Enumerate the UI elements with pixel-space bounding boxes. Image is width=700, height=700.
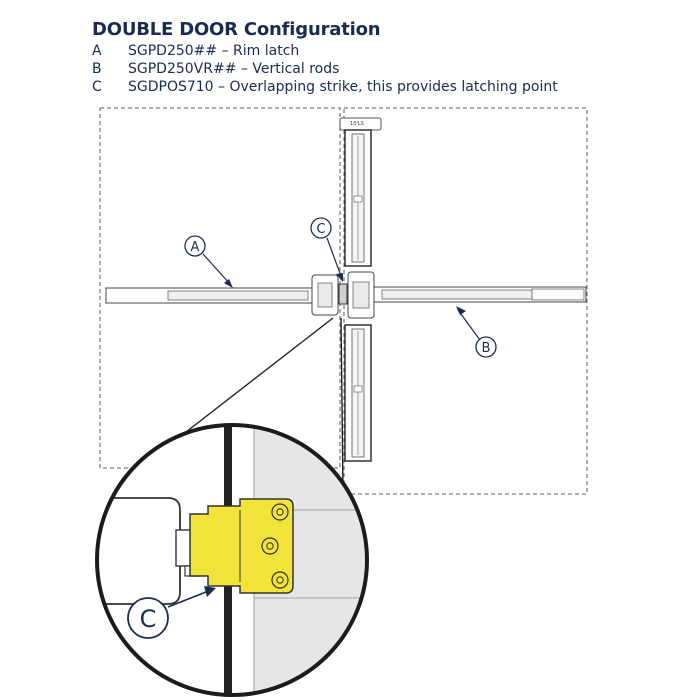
legend-key: B (92, 61, 102, 77)
center-strike (338, 283, 348, 305)
page-title: DOUBLE DOOR Configuration (92, 19, 381, 40)
callout-c-large: C (127, 586, 216, 639)
strike-screw-middle-icon (261, 537, 279, 555)
legend-key: A (92, 43, 102, 59)
legend-text: SGPD250## – Rim latch (128, 43, 300, 59)
zoom-line-left (185, 317, 334, 433)
callout-b: B (456, 306, 497, 358)
left-push-bar (105, 274, 339, 316)
top-vertical-rod: 10'LS (339, 117, 382, 267)
legend-key: C (92, 79, 102, 95)
callout-c-small-label: C (316, 222, 325, 237)
callout-a-label: A (191, 240, 200, 255)
legend-item-c: C SGDPOS710 – Overlapping strike, this p… (92, 78, 558, 96)
legend-item-a: A SGPD250## – Rim latch (92, 42, 558, 60)
bottom-vertical-rod (344, 324, 372, 462)
strike-screw-top-icon (271, 503, 289, 521)
legend-text: SGPD250VR## – Vertical rods (128, 61, 340, 77)
strike-screw-bottom-icon (271, 571, 289, 589)
callout-b-label: B (482, 341, 491, 356)
callout-c-large-label: C (140, 605, 157, 633)
zoom-detail (95, 423, 369, 697)
callout-c-small: C (310, 217, 343, 282)
legend-text: SGDPOS710 – Overlapping strike, this pro… (128, 79, 558, 95)
legend-item-b: B SGPD250VR## – Vertical rods (92, 60, 558, 78)
overlapping-strike (189, 498, 294, 594)
callout-a: A (184, 235, 233, 288)
header: DOUBLE DOOR Configuration A SGPD250## – … (92, 18, 558, 96)
right-push-bar (347, 271, 587, 319)
top-rod-tag: 10'LS (350, 121, 364, 127)
zoom-line-right (340, 317, 344, 491)
